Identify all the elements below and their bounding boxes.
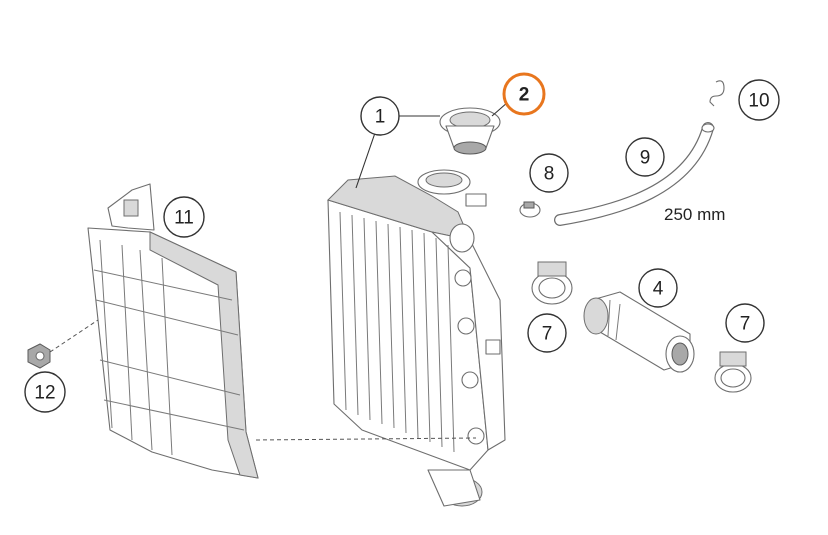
coolant-hose-part — [583, 291, 695, 373]
svg-text:9: 9 — [640, 148, 651, 169]
svg-text:11: 11 — [174, 208, 194, 229]
screw-axis-line — [49, 319, 99, 353]
hose-clip-small-part — [709, 80, 725, 107]
radiator-guard-part — [87, 183, 259, 479]
hose-length-label: 250 mm — [664, 205, 725, 224]
overflow-hose-part — [554, 122, 715, 226]
radiator-part — [327, 169, 506, 507]
svg-text:7: 7 — [542, 324, 553, 345]
callout-7-left: 7 — [527, 313, 567, 353]
callout-4: 4 — [638, 268, 678, 308]
guard-mount-line — [255, 437, 477, 441]
hose-clamp-left-part — [531, 261, 573, 305]
callout-8: 8 — [529, 153, 569, 193]
svg-text:4: 4 — [653, 279, 664, 300]
svg-text:8: 8 — [544, 164, 555, 185]
callout-12: 12 — [24, 371, 66, 413]
callout-10: 10 — [738, 79, 780, 121]
svg-text:7: 7 — [740, 314, 751, 335]
hose-clamp-right-part — [714, 351, 752, 393]
callout-9: 9 — [625, 137, 665, 177]
radiator-cap-part — [439, 107, 501, 155]
svg-text:12: 12 — [34, 383, 55, 404]
callout-2: 2 — [502, 72, 546, 116]
callout-1: 1 — [360, 96, 400, 136]
callout-11: 11 — [163, 196, 205, 238]
hose-clamp-small-part — [519, 201, 541, 218]
svg-text:10: 10 — [748, 91, 769, 112]
callout-7-right: 7 — [725, 303, 765, 343]
svg-text:2: 2 — [519, 85, 530, 106]
svg-text:1: 1 — [375, 107, 386, 128]
guard-screw-part — [27, 343, 51, 369]
